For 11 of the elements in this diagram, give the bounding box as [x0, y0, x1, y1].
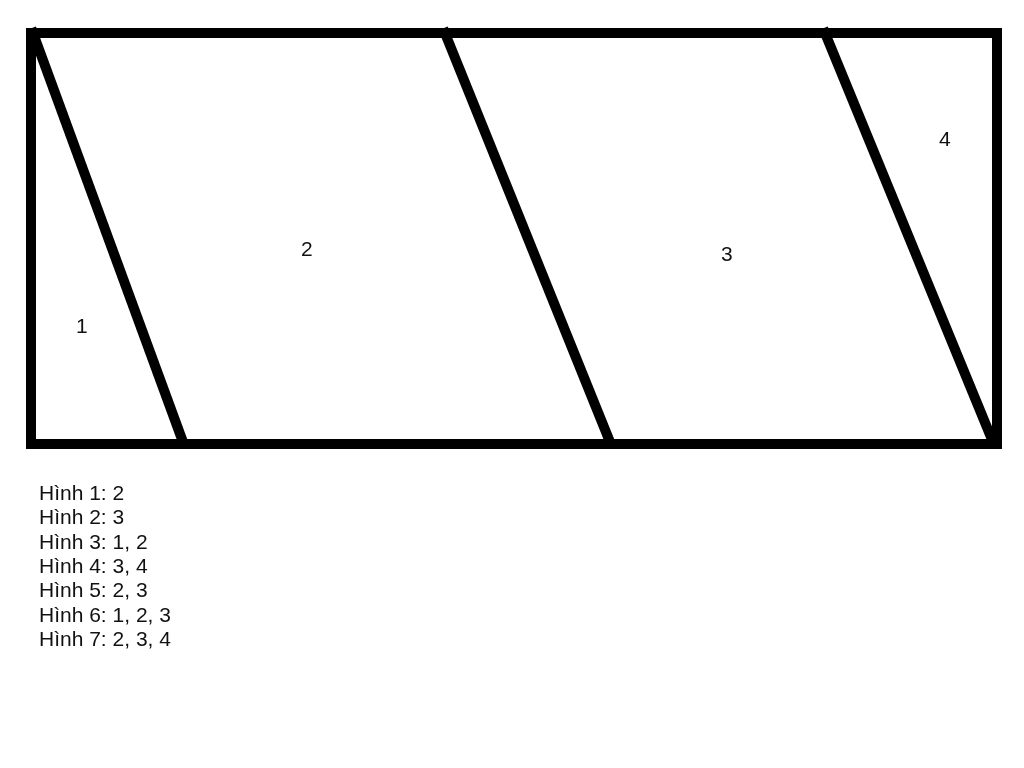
answer-line: Hình 3: 1, 2: [39, 529, 148, 554]
answer-line: Hình 7: 2, 3, 4: [39, 626, 171, 651]
answer-line: Hình 5: 2, 3: [39, 578, 148, 603]
answer-line: Hình 6: 1, 2, 3: [39, 602, 171, 627]
region-number: 2: [301, 237, 313, 261]
region-number: 1: [76, 314, 88, 338]
answer-line: Hình 2: 3: [39, 505, 125, 530]
region-number: 3: [721, 242, 733, 266]
answer-line: Hình 4: 3, 4: [39, 553, 148, 578]
region-number: 4: [939, 127, 951, 151]
answer-line: Hình 1: 2: [39, 481, 125, 505]
